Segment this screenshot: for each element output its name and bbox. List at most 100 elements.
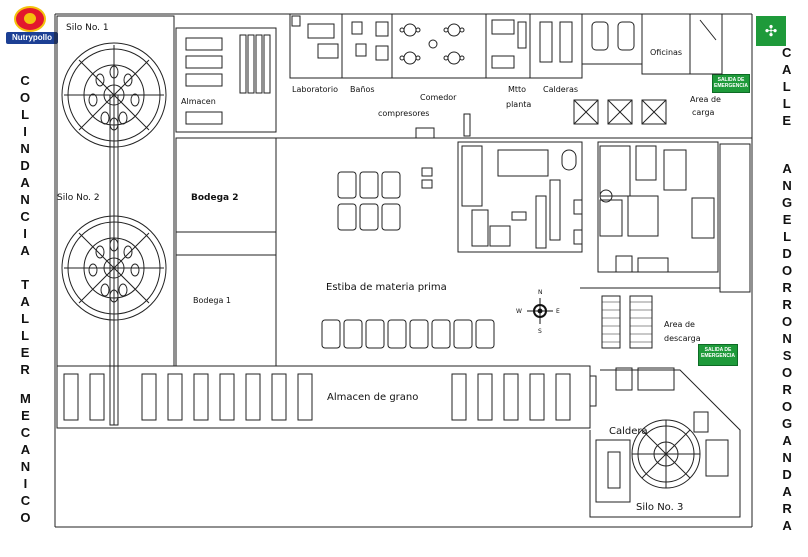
label-almacen: Almacen bbox=[181, 97, 216, 106]
side-letter: A bbox=[782, 484, 792, 499]
label-silo-3: Silo No. 3 bbox=[636, 502, 683, 513]
side-letter: S bbox=[782, 348, 792, 363]
bodegas-block bbox=[175, 137, 277, 367]
southeast-yard bbox=[589, 369, 741, 518]
label-estiba: Estiba de materia prima bbox=[326, 282, 447, 293]
side-letter: A bbox=[20, 175, 30, 190]
side-letter: R bbox=[782, 382, 792, 397]
label-area-descarga-1: Area de bbox=[664, 320, 695, 329]
side-letter: E bbox=[20, 345, 30, 360]
side-letter: A bbox=[782, 518, 792, 533]
label-silo-1: Silo No. 1 bbox=[66, 23, 109, 33]
side-letter: O bbox=[782, 263, 793, 278]
side-letter: O bbox=[782, 399, 793, 414]
side-letter: N bbox=[782, 331, 792, 346]
label-almacen-grano: Almacen de grano bbox=[327, 392, 418, 403]
process-machinery bbox=[457, 141, 583, 253]
side-letter: O bbox=[20, 90, 31, 105]
compass-e: E bbox=[556, 308, 560, 315]
label-bodega-2: Bodega 2 bbox=[191, 193, 239, 203]
side-letter: R bbox=[20, 362, 30, 377]
almacen-room bbox=[175, 27, 277, 133]
side-letter: A bbox=[20, 442, 31, 457]
label-laboratorio: Laboratorio bbox=[292, 85, 338, 94]
side-letter: R bbox=[782, 501, 792, 516]
side-letter: D bbox=[20, 158, 30, 173]
label-banos: Baños bbox=[350, 85, 375, 94]
emergency-exit-sign-unloading: SALIDA DE EMERGENCIA bbox=[698, 344, 738, 366]
emergency-exit-sign-loading: SALIDA DE EMERGENCIA bbox=[712, 74, 750, 93]
silo-3 bbox=[631, 419, 701, 489]
loading-crates bbox=[573, 99, 667, 125]
side-letter: N bbox=[782, 178, 792, 193]
side-letter: L bbox=[782, 79, 791, 94]
side-letter: O bbox=[20, 510, 31, 525]
east-ramp bbox=[719, 143, 751, 293]
label-area-carga-2: carga bbox=[692, 108, 715, 117]
side-letter: L bbox=[782, 96, 791, 111]
side-letter: E bbox=[782, 113, 792, 128]
calderas-room bbox=[529, 13, 583, 79]
side-letter: C bbox=[20, 425, 31, 440]
side-letter: A bbox=[20, 294, 30, 309]
side-letter: E bbox=[21, 408, 30, 423]
side-letter: I bbox=[23, 226, 27, 241]
logo-wordmark: Nutrypollo bbox=[6, 32, 58, 44]
estiba-pallets-lower bbox=[321, 319, 495, 349]
label-silo-2: Silo No. 2 bbox=[57, 193, 100, 203]
comedor-room bbox=[391, 13, 487, 79]
side-letter: R bbox=[782, 297, 792, 312]
side-letter: N bbox=[20, 459, 31, 474]
label-caldera: Caldera bbox=[609, 426, 648, 437]
label-calderas: Calderas bbox=[543, 85, 578, 94]
brand-logo: Nutrypollo bbox=[6, 6, 58, 50]
side-letter: L bbox=[21, 107, 30, 122]
side-letter: N bbox=[20, 141, 30, 156]
logo-emblem-icon bbox=[14, 6, 46, 32]
side-letter: C bbox=[20, 73, 30, 88]
label-planta: planta bbox=[506, 100, 531, 109]
compass-w: W bbox=[516, 308, 522, 315]
side-letter: O bbox=[782, 365, 793, 380]
side-letter: T bbox=[21, 277, 30, 292]
side-letter: I bbox=[23, 124, 27, 139]
oficinas-room bbox=[641, 13, 723, 75]
side-letter: C bbox=[20, 209, 30, 224]
compresores-unit bbox=[415, 127, 435, 139]
label-compresores: compresores bbox=[378, 109, 429, 118]
label-area-carga-1: Area de bbox=[690, 95, 721, 104]
label-bodega-1: Bodega 1 bbox=[193, 296, 231, 305]
caldera-equipment bbox=[595, 411, 729, 503]
grain-bins bbox=[63, 373, 571, 421]
side-letter: M bbox=[20, 391, 31, 406]
compass-n: N bbox=[538, 289, 543, 296]
side-letter: N bbox=[20, 192, 30, 207]
evacuation-point-icon: ✣ bbox=[756, 16, 786, 46]
side-letter: I bbox=[23, 476, 28, 491]
side-letter: D bbox=[782, 467, 792, 482]
compass-s: S bbox=[538, 328, 542, 335]
compass-rose-icon bbox=[527, 298, 553, 324]
side-letter: C bbox=[782, 45, 792, 60]
side-letter: D bbox=[782, 246, 792, 261]
side-letter: L bbox=[21, 328, 30, 343]
label-oficinas: Oficinas bbox=[650, 48, 682, 57]
label-area-descarga-2: descarga bbox=[664, 334, 701, 343]
unloading-conveyors bbox=[601, 295, 653, 349]
almacen-de-grano bbox=[56, 365, 591, 429]
side-letter: E bbox=[782, 212, 792, 227]
side-letter: O bbox=[782, 314, 793, 329]
label-comedor: Comedor bbox=[420, 93, 457, 102]
side-letter: A bbox=[20, 243, 30, 258]
side-letter: L bbox=[783, 229, 792, 244]
side-letter: G bbox=[782, 195, 793, 210]
estiba-pallets-upper bbox=[337, 167, 433, 231]
side-letter: A bbox=[782, 433, 792, 448]
side-letter: R bbox=[782, 280, 792, 295]
label-mtto: Mtto bbox=[508, 85, 526, 94]
